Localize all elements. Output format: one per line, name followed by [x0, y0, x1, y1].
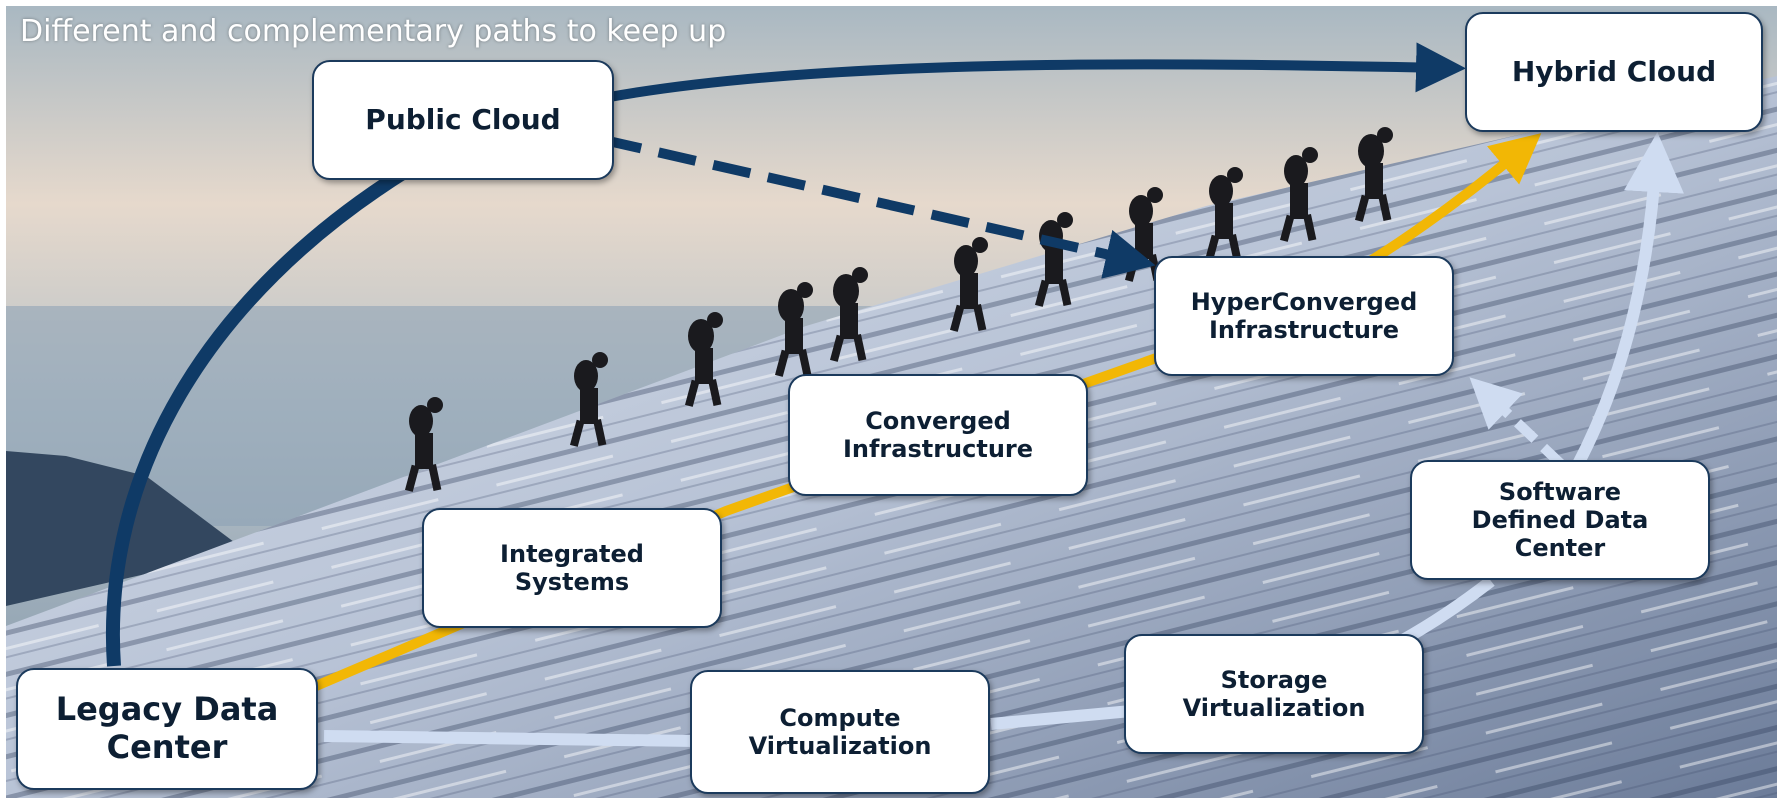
- legacy-data-center-label: Legacy Data Center: [55, 690, 279, 766]
- sddc-to-hyperconverged-dashed-arrow: [1469, 377, 1565, 468]
- page-subtitle: Different and complementary paths to kee…: [20, 14, 727, 49]
- legacy-to-compute-line: [323, 730, 697, 747]
- public-to-hyperconverged-dashed-arrow: [602, 135, 1156, 279]
- converged-label: Converged Infrastructure: [842, 406, 1034, 463]
- compute-to-storage-line: [990, 705, 1132, 730]
- hyperconverged-label: HyperConverged Infrastructure: [1190, 287, 1418, 344]
- public-cloud-label: Public Cloud: [365, 103, 561, 137]
- sddc-label: Software Defined Data Center: [1471, 477, 1649, 563]
- integrated-systems-node: Integrated Systems: [422, 508, 722, 628]
- public-cloud-node: Public Cloud: [312, 60, 614, 180]
- hybrid-cloud-node: Hybrid Cloud: [1465, 12, 1763, 132]
- compute-virtualization-node: Compute Virtualization: [690, 670, 990, 794]
- legacy-data-center-node: Legacy Data Center: [16, 668, 318, 790]
- integrated-systems-label: Integrated Systems: [500, 539, 644, 596]
- compute-virtualization-label: Compute Virtualization: [748, 703, 932, 760]
- sddc-to-hybrid-arrow: [1570, 132, 1684, 471]
- hybrid-cloud-label: Hybrid Cloud: [1511, 55, 1717, 89]
- sddc-node: Software Defined Data Center: [1410, 460, 1710, 580]
- storage-virtualization-label: Storage Virtualization: [1182, 665, 1366, 722]
- hyperconverged-node: HyperConverged Infrastructure: [1154, 256, 1454, 376]
- converged-node: Converged Infrastructure: [788, 374, 1088, 496]
- storage-to-sddc-line: [1398, 576, 1495, 647]
- storage-virtualization-node: Storage Virtualization: [1124, 634, 1424, 754]
- diagram-canvas: Different and complementary paths to kee…: [6, 6, 1777, 798]
- legacy-to-public-arrow: [106, 165, 410, 667]
- public-to-hybrid-arrow: [603, 42, 1466, 103]
